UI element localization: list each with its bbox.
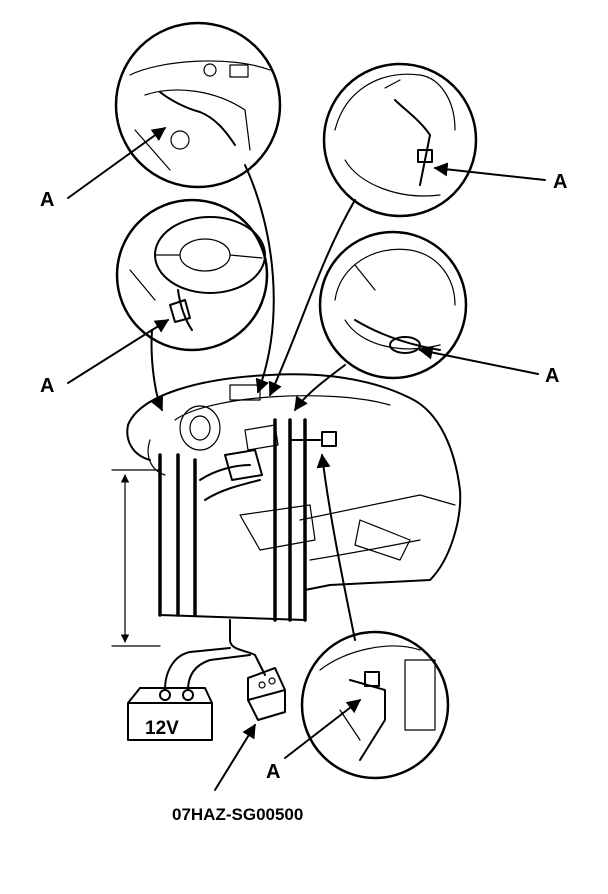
tool-harness: [158, 418, 337, 676]
detail-view-mid-right: [318, 230, 468, 380]
callout-arrows: [67, 127, 546, 791]
srs-inspection-tool: [247, 667, 286, 721]
height-dimension: [111, 469, 161, 647]
battery-voltage-label: 12V: [145, 718, 179, 739]
callout-a-lower: A: [266, 761, 280, 783]
callout-a-mid-left: A: [40, 375, 54, 397]
callout-a-upper-left: A: [40, 189, 54, 211]
battery-12v: 12V: [127, 647, 251, 741]
detail-view-upper-left: [114, 21, 282, 189]
detail-view-upper-right: [322, 62, 478, 218]
callout-a-mid-right: A: [545, 365, 559, 387]
detail-view-lower-right: [300, 630, 450, 780]
leader-lines: [150, 164, 356, 641]
tool-part-number: 07HAZ-SG00500: [172, 805, 303, 824]
detail-view-steering-wheel: [115, 198, 269, 352]
callout-a-upper-right: A: [553, 171, 567, 193]
